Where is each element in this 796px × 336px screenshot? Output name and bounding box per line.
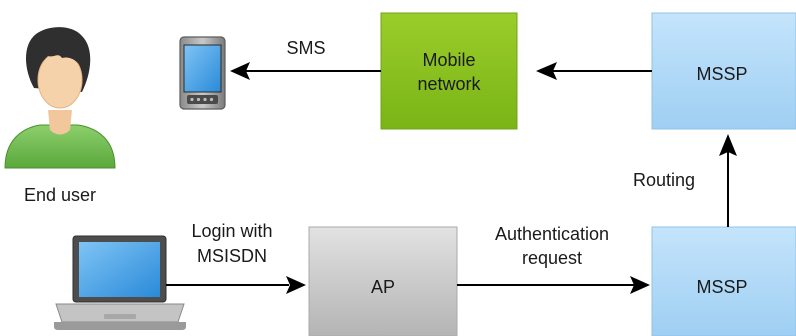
mobile-network-label-line2: network <box>417 74 481 94</box>
mobile-network-node: Mobile network <box>380 12 518 130</box>
end-user-label: End user <box>24 185 96 205</box>
login-edge: Login with MSISDN <box>166 221 306 294</box>
person-icon <box>4 27 116 169</box>
mssp-top-label: MSSP <box>696 64 747 84</box>
login-label-line1: Login with <box>191 221 272 241</box>
mssp-bottom-node: MSSP <box>651 226 796 336</box>
routing-label: Routing <box>633 170 695 190</box>
ap-label: AP <box>371 277 395 297</box>
sms-edge: SMS <box>230 38 381 80</box>
mobile-network-label-line1: Mobile <box>422 50 475 70</box>
auth-edge: Authentication request <box>457 224 650 294</box>
auth-label-line1: Authentication <box>495 224 609 244</box>
routing-edge: Routing <box>633 134 737 227</box>
sms-label: SMS <box>286 38 325 58</box>
auth-label-line2: request <box>522 248 582 268</box>
mssp-to-mobile-edge <box>536 62 652 80</box>
laptop-icon <box>54 235 186 330</box>
mssp-bottom-label: MSSP <box>696 277 747 297</box>
mssp-top-node: MSSP <box>651 12 796 130</box>
login-label-line2: MSISDN <box>197 246 267 266</box>
ap-node: AP <box>308 226 458 336</box>
phone-icon <box>179 36 226 110</box>
